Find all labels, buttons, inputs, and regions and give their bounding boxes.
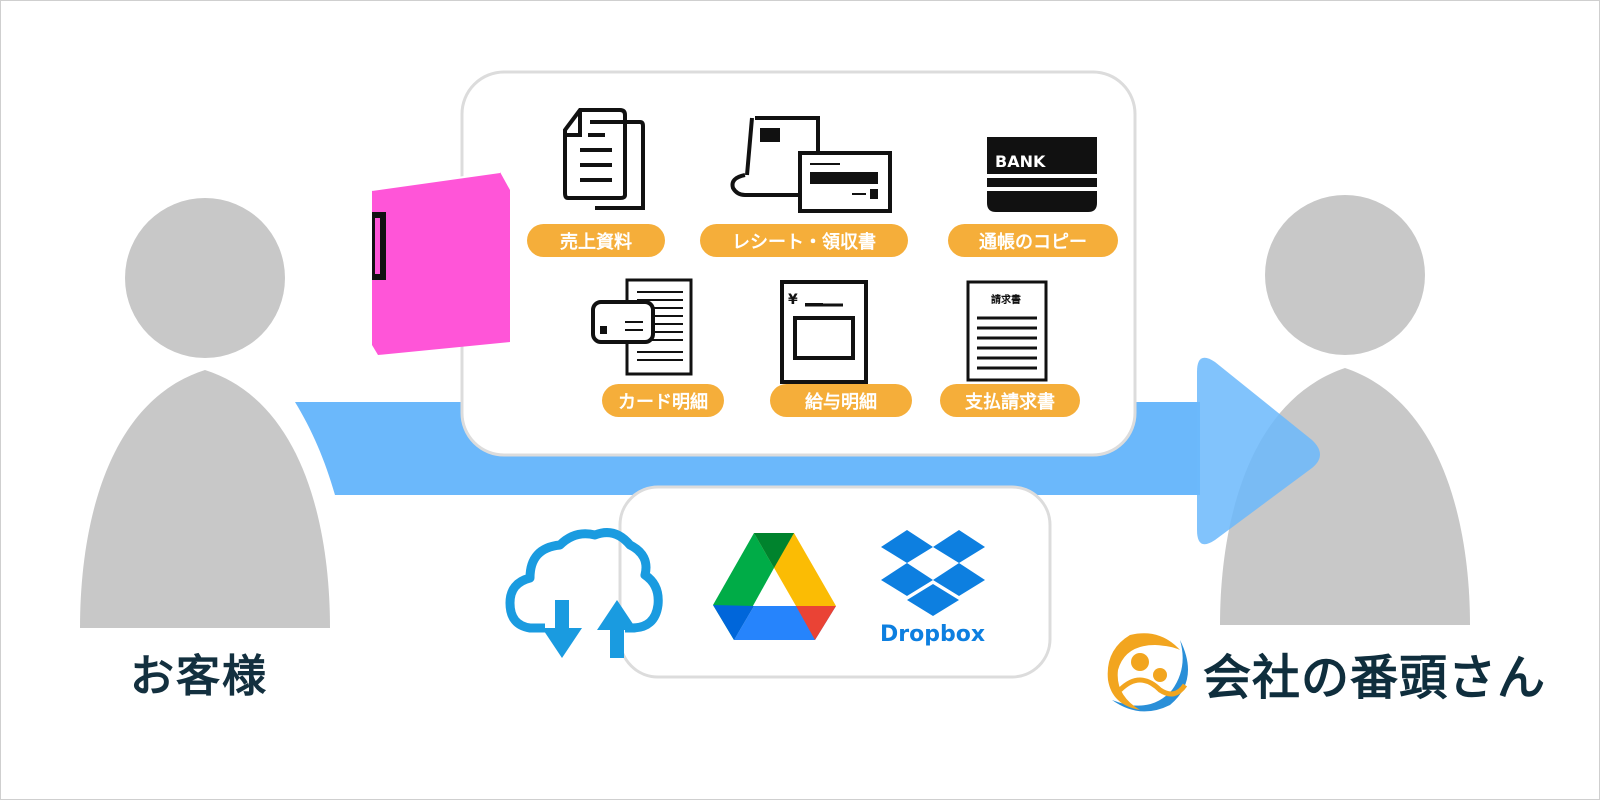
- label-bankbook-copy: 通帳のコピー: [948, 224, 1118, 257]
- label-card-statement: カード明細: [602, 384, 724, 417]
- invoice-heading-text: 請求書: [991, 293, 1021, 306]
- company-logo-text: 会社の番頭さん: [1203, 650, 1547, 706]
- dropbox-icon: [881, 530, 985, 616]
- binder-icon: [371, 171, 510, 355]
- label-payslip: 給与明細: [770, 384, 912, 417]
- label-invoice: 支払請求書: [940, 384, 1080, 417]
- company-logo-mark: [1107, 633, 1188, 712]
- google-drive-icon: [713, 533, 836, 640]
- receipt-icon: [730, 116, 892, 213]
- yen-text: ¥: [788, 292, 798, 308]
- payslip-icon: ¥: [780, 280, 868, 384]
- card-statement-icon: [591, 278, 693, 376]
- dropbox-label: Dropbox: [880, 622, 986, 647]
- customer-label: お客様: [130, 651, 268, 702]
- bankbook-icon: BANK: [987, 137, 1097, 212]
- label-sales-documents: 売上資料: [527, 224, 665, 257]
- customer-person-icon: [80, 198, 330, 628]
- cloud-upload-download-icon: [505, 528, 663, 658]
- documents-icon: [563, 108, 645, 210]
- cloud-panel: [618, 485, 1052, 679]
- bank-text: BANK: [995, 152, 1046, 171]
- label-receipts: レシート・領収書: [700, 224, 908, 257]
- invoice-icon: 請求書: [966, 280, 1048, 382]
